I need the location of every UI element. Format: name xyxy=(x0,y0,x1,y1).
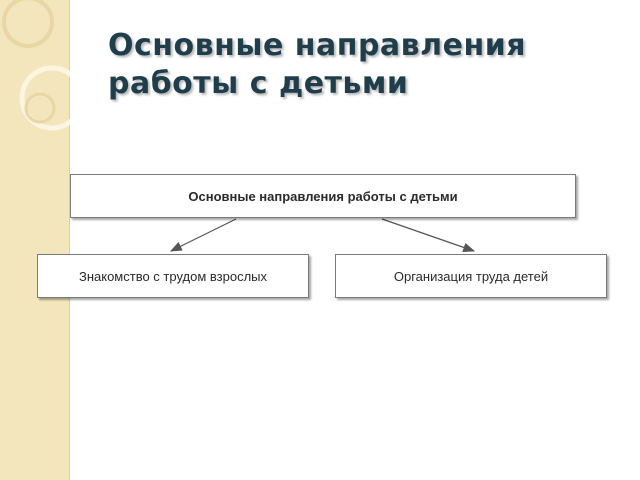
decorative-circles xyxy=(2,0,70,131)
connector-arrow-left xyxy=(169,218,237,252)
connector-arrow-right xyxy=(381,218,476,252)
diagram-child-label: Знакомство с трудом взрослых xyxy=(78,268,267,284)
diagram-child-box-children-work: Организация труда детей xyxy=(335,254,607,298)
diagram-root-label: Основные направления работы с детьми xyxy=(188,188,458,204)
decorative-side-strip xyxy=(0,0,70,480)
slide-title: Основные направления работы с детьми xyxy=(108,28,526,101)
diagram-child-label: Организация труда детей xyxy=(393,268,549,284)
diagram-child-box-adult-work: Знакомство с трудом взрослых xyxy=(37,254,309,298)
diagram-root-box: Основные направления работы с детьми xyxy=(70,174,576,218)
